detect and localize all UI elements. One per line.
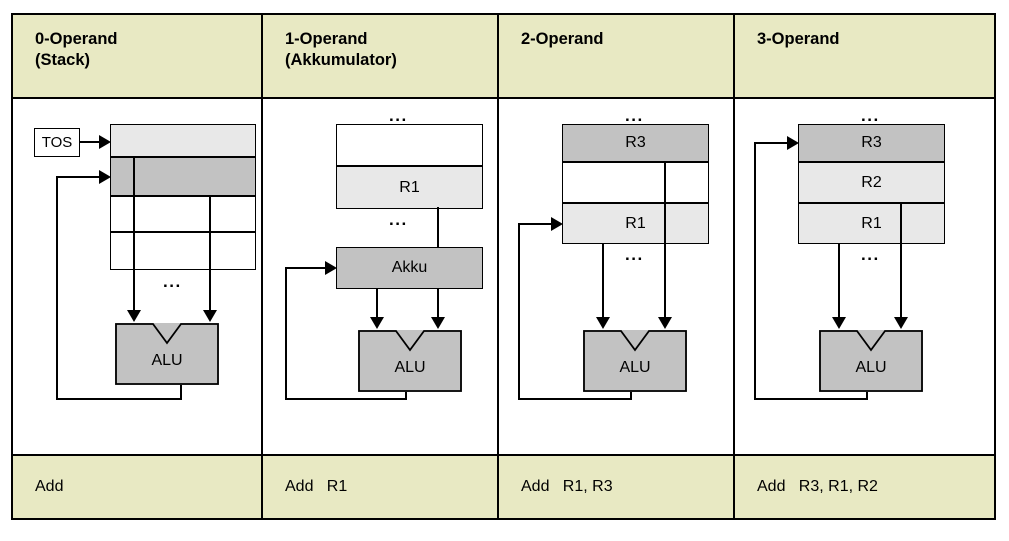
- diagram-three-operand: ... R3 R2 R1 ...: [735, 99, 996, 456]
- diagram-accumulator: ... R1 ... Akku: [263, 99, 497, 456]
- instruction-cell-0-operand: Add: [35, 478, 64, 495]
- operand-arrow-head-left-icon: [596, 317, 610, 329]
- writeback-arrow-line-bottom: [56, 398, 182, 400]
- alu-block: ALU: [115, 323, 219, 385]
- writeback-arrow-head-icon: [787, 136, 799, 150]
- regfile-ellipsis-bottom: ...: [625, 245, 644, 264]
- writeback-arrow-head-icon: [325, 261, 337, 275]
- instruction-cell-3-operand: Add R3, R1, R2: [757, 478, 878, 495]
- column-separator-1: [261, 15, 263, 518]
- regfile-operand-divider: [664, 162, 666, 244]
- tos-arrow-head-icon: [99, 135, 111, 149]
- operand-line-right: [209, 270, 211, 313]
- regfile-ellipsis-top: ...: [625, 106, 644, 125]
- writeback-line-top: [518, 223, 553, 225]
- alu-shape-icon: [358, 330, 462, 392]
- writeback-line-bottom: [754, 398, 868, 400]
- tos-arrow-line: [80, 141, 102, 143]
- accumulator-block: Akku: [336, 247, 483, 289]
- alu-block: ALU: [583, 330, 687, 392]
- writeback-arrow-head-icon: [99, 170, 111, 184]
- alu-block: ALU: [819, 330, 923, 392]
- alu-block: ALU: [358, 330, 462, 392]
- regfile-ellipsis-bottom: ...: [861, 245, 880, 264]
- regfile-ellipsis-top: ...: [861, 106, 880, 125]
- alu-label: ALU: [619, 358, 651, 376]
- alu-label: ALU: [151, 351, 183, 369]
- operand-architecture-table: 0-Operand (Stack) 1-Operand (Akkumulator…: [11, 13, 996, 520]
- alu-shape-icon: [583, 330, 687, 392]
- stack-ellipsis: ...: [163, 272, 182, 291]
- writeback-line-bottom: [518, 398, 632, 400]
- operand-arrow-head-right-icon: [658, 317, 672, 329]
- regfile-ellipsis-top: ...: [389, 106, 408, 125]
- table-header-row: 0-Operand (Stack) 1-Operand (Akkumulator…: [13, 15, 994, 99]
- alu-label: ALU: [394, 358, 426, 376]
- register-cell-0: [336, 124, 483, 166]
- register-cell-r1: R1: [798, 203, 945, 244]
- alu-label: ALU: [855, 358, 887, 376]
- register-cell-r1: R1: [562, 203, 709, 244]
- operand-line-left: [133, 270, 135, 313]
- regfile-ellipsis-bottom: ...: [389, 210, 408, 229]
- operand-line-right: [900, 203, 902, 320]
- operand-arrow-head-left-icon: [832, 317, 846, 329]
- accumulator-operand-line: [376, 289, 378, 320]
- accumulator-operand-arrow-head-icon: [370, 317, 384, 329]
- writeback-arrow-line-top: [56, 176, 101, 178]
- alu-shape-icon: [819, 330, 923, 392]
- diagram-stack: TOS: [13, 99, 261, 456]
- header-cell-0-operand: 0-Operand (Stack): [35, 30, 118, 69]
- header-cell-1-operand: 1-Operand (Akkumulator): [285, 30, 397, 69]
- header-cell-3-operand: 3-Operand: [757, 30, 840, 48]
- column-separator-2: [497, 15, 499, 518]
- stack-operand-divider-right: [209, 195, 211, 270]
- writeback-line-bottom: [285, 398, 407, 400]
- alu-shape-icon: [115, 323, 219, 385]
- stack-cell-3: [110, 232, 256, 270]
- writeback-line-vertical: [754, 142, 756, 400]
- stack-cell-0: [110, 124, 256, 157]
- operand-arrow-head-right-icon: [203, 310, 217, 322]
- operand-arrow-head-left-icon: [127, 310, 141, 322]
- stack-cell-1: [110, 157, 256, 196]
- writeback-line-top: [754, 142, 789, 144]
- operand-line-right: [664, 244, 666, 320]
- operand-arrow-head-right-icon: [894, 317, 908, 329]
- instruction-cell-2-operand: Add R1, R3: [521, 478, 613, 495]
- diagram-two-operand: ... R3 R1 ...: [499, 99, 733, 456]
- register-cell-r3: R3: [562, 124, 709, 162]
- r1-operand-arrow-head-icon: [431, 317, 445, 329]
- tos-label: TOS: [34, 128, 80, 157]
- operand-line-left: [838, 244, 840, 320]
- writeback-arrow-line-vertical: [56, 176, 58, 400]
- table-body-row: TOS: [13, 99, 994, 456]
- register-cell-r3: R3: [798, 124, 945, 162]
- header-cell-2-operand: 2-Operand: [521, 30, 604, 48]
- instruction-cell-1-operand: Add R1: [285, 478, 348, 495]
- stack-operand-divider-left: [133, 157, 135, 270]
- register-cell-empty: [562, 162, 709, 203]
- column-separator-3: [733, 15, 735, 518]
- register-cell-r2: R2: [798, 162, 945, 203]
- operand-line-left: [602, 244, 604, 320]
- table-footer-row: Add Add R1 Add R1, R3 Add R3, R1, R2: [13, 456, 994, 518]
- writeback-line-vertical: [518, 223, 520, 400]
- writeback-line-top: [285, 267, 327, 269]
- stack-cell-2: [110, 196, 256, 232]
- register-cell-r1: R1: [336, 166, 483, 209]
- writeback-arrow-head-icon: [551, 217, 563, 231]
- writeback-line-vertical: [285, 267, 287, 400]
